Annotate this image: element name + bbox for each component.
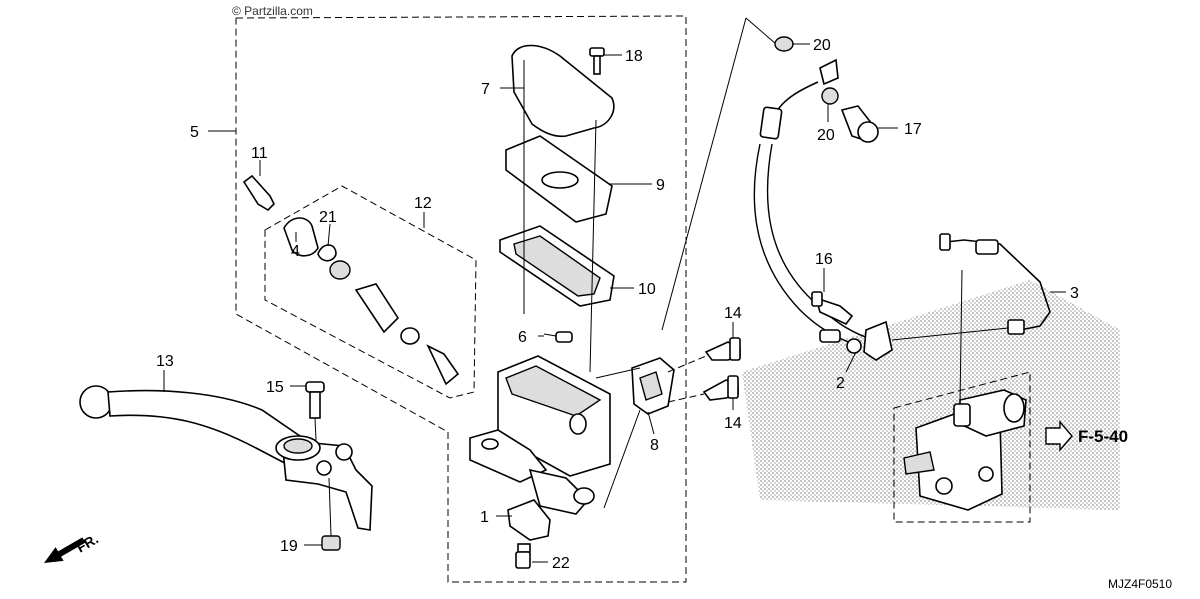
callout-4[interactable]: 4 [291,243,300,260]
cap-screw [589,47,605,75]
callout-9[interactable]: 9 [656,177,665,194]
front-direction-icon [44,537,86,563]
diaphragm [499,225,615,307]
reference-arrow-icon [1045,420,1073,452]
callout-22[interactable]: 22 [552,555,570,572]
group-12-outline [264,185,477,399]
pushrod-pin [242,174,275,212]
leader-holder-upper [667,355,707,373]
boot [283,217,319,257]
callout-13[interactable]: 13 [156,353,174,370]
callout-17[interactable]: 17 [904,121,922,138]
callout-14-upper[interactable]: 14 [724,305,742,322]
leader-holder-lower [667,393,705,403]
three-way-joint [846,320,893,361]
pipe-line-joint [891,327,1009,341]
leader-20-top [745,17,777,45]
callout-6[interactable]: 6 [518,329,527,346]
joint-bolt [811,291,854,325]
callout-2[interactable]: 2 [836,375,845,392]
callout-11[interactable]: 11 [251,145,268,162]
watermark-text: © Partzilla.com [232,4,313,18]
reference-label[interactable]: F-5-40 [1078,427,1128,446]
circlip [317,244,337,262]
sealing-washer-lower [821,87,839,105]
callout-1[interactable]: 1 [480,509,489,526]
callout-18[interactable]: 18 [625,48,643,65]
callout-12[interactable]: 12 [414,195,432,212]
pivot-nut [321,477,341,551]
abs-unit-outline [893,371,1031,523]
master-cylinder-body [469,355,611,515]
leader-2 [845,351,857,373]
piston-set [329,260,460,386]
callout-8[interactable]: 8 [650,437,659,454]
brake-lever [79,385,373,531]
holder-bolt-upper [704,337,741,361]
leader-8-a [595,367,641,379]
callout-16[interactable]: 16 [815,251,833,268]
callout-10[interactable]: 10 [638,281,656,298]
oil-bolt [840,105,879,143]
diaphragm-plate [505,135,613,223]
callout-21[interactable]: 21 [319,209,337,226]
group-5-outline [235,15,687,583]
callout-19[interactable]: 19 [280,538,298,555]
master-cylinder-holder [631,357,675,415]
front-direction-label: FR. [74,530,102,555]
holder-bolt-lower [702,375,739,401]
callout-20-upper[interactable]: 20 [813,37,831,54]
callout-14-lower[interactable]: 14 [724,415,742,432]
abs-shading [742,280,1120,510]
sealing-washer-upper [774,36,794,52]
callout-15[interactable]: 15 [266,379,284,396]
leader-8 [647,411,655,435]
brake-hose [753,58,869,347]
reservoir-cap [511,44,615,138]
brake-switch [507,499,551,569]
leader-21 [327,223,331,247]
brake-pipe [939,233,1051,335]
leader-20-diagonal [661,17,747,331]
callout-3[interactable]: 3 [1070,285,1079,302]
assembly-axis-right [589,119,597,373]
callout-20-lower[interactable]: 20 [817,127,835,144]
callout-7[interactable]: 7 [481,81,490,98]
leader-8-b [603,409,641,509]
callout-5[interactable]: 5 [190,124,199,141]
abs-modulator [903,269,1027,511]
pivot-bolt [305,381,325,441]
diagram-code: MJZ4F0510 [1108,577,1172,591]
switch-screw [543,331,573,343]
